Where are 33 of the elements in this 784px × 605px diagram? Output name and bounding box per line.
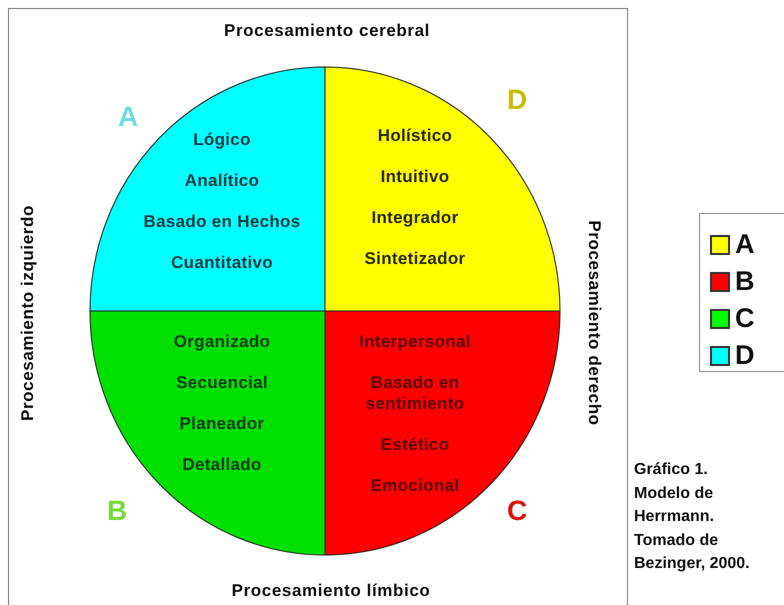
- legend-label: A: [735, 229, 754, 260]
- quadrant-text: Estético: [380, 434, 450, 455]
- legend-label: C: [735, 303, 754, 334]
- quadrant: [90, 311, 325, 555]
- quadrant-text: Basado en Hechos: [142, 211, 302, 232]
- quadrant-letter: A: [118, 101, 138, 133]
- quadrant-letter: C: [507, 495, 528, 527]
- quadrant-text: Sintetizador: [364, 248, 466, 269]
- quadrant-text: Lógico: [192, 129, 252, 150]
- caption: Gráfico 1. Modelo de Herrmann. Tomado de Bezinger, 2000.: [634, 460, 751, 574]
- quadrant-text: Integrador: [370, 207, 460, 228]
- quadrant-text: Secuencial: [175, 372, 269, 393]
- quadrant: [90, 67, 325, 311]
- axis-label: Procesamiento derecho: [584, 220, 604, 426]
- axis-label: Procesamiento cerebral: [224, 21, 430, 41]
- quadrant-text: Intuitivo: [380, 166, 450, 187]
- quadrant-text: Emocional: [370, 475, 460, 496]
- quadrant: [325, 311, 560, 555]
- axis-label: Procesamiento límbico: [232, 581, 430, 601]
- legend-label: B: [735, 266, 754, 297]
- quadrant-text: Basado en sentimiento: [364, 372, 466, 414]
- quadrant-text: Holístico: [376, 125, 454, 146]
- quadrant-text: Planeador: [178, 413, 266, 434]
- quadrant-letter: D: [507, 84, 528, 116]
- axis-label: Procesamiento izquierdo: [18, 205, 38, 421]
- quadrant-text: Interpersonal: [358, 331, 472, 352]
- quadrant-text: Detallado: [181, 454, 263, 475]
- legend-label: D: [735, 340, 754, 371]
- quadrant: [325, 67, 560, 311]
- quadrant-letter: B: [107, 495, 128, 527]
- quadrant-text: Organizado: [172, 331, 272, 352]
- quadrant-text: Analítico: [184, 170, 260, 191]
- quadrant-text: Cuantitativo: [170, 252, 274, 273]
